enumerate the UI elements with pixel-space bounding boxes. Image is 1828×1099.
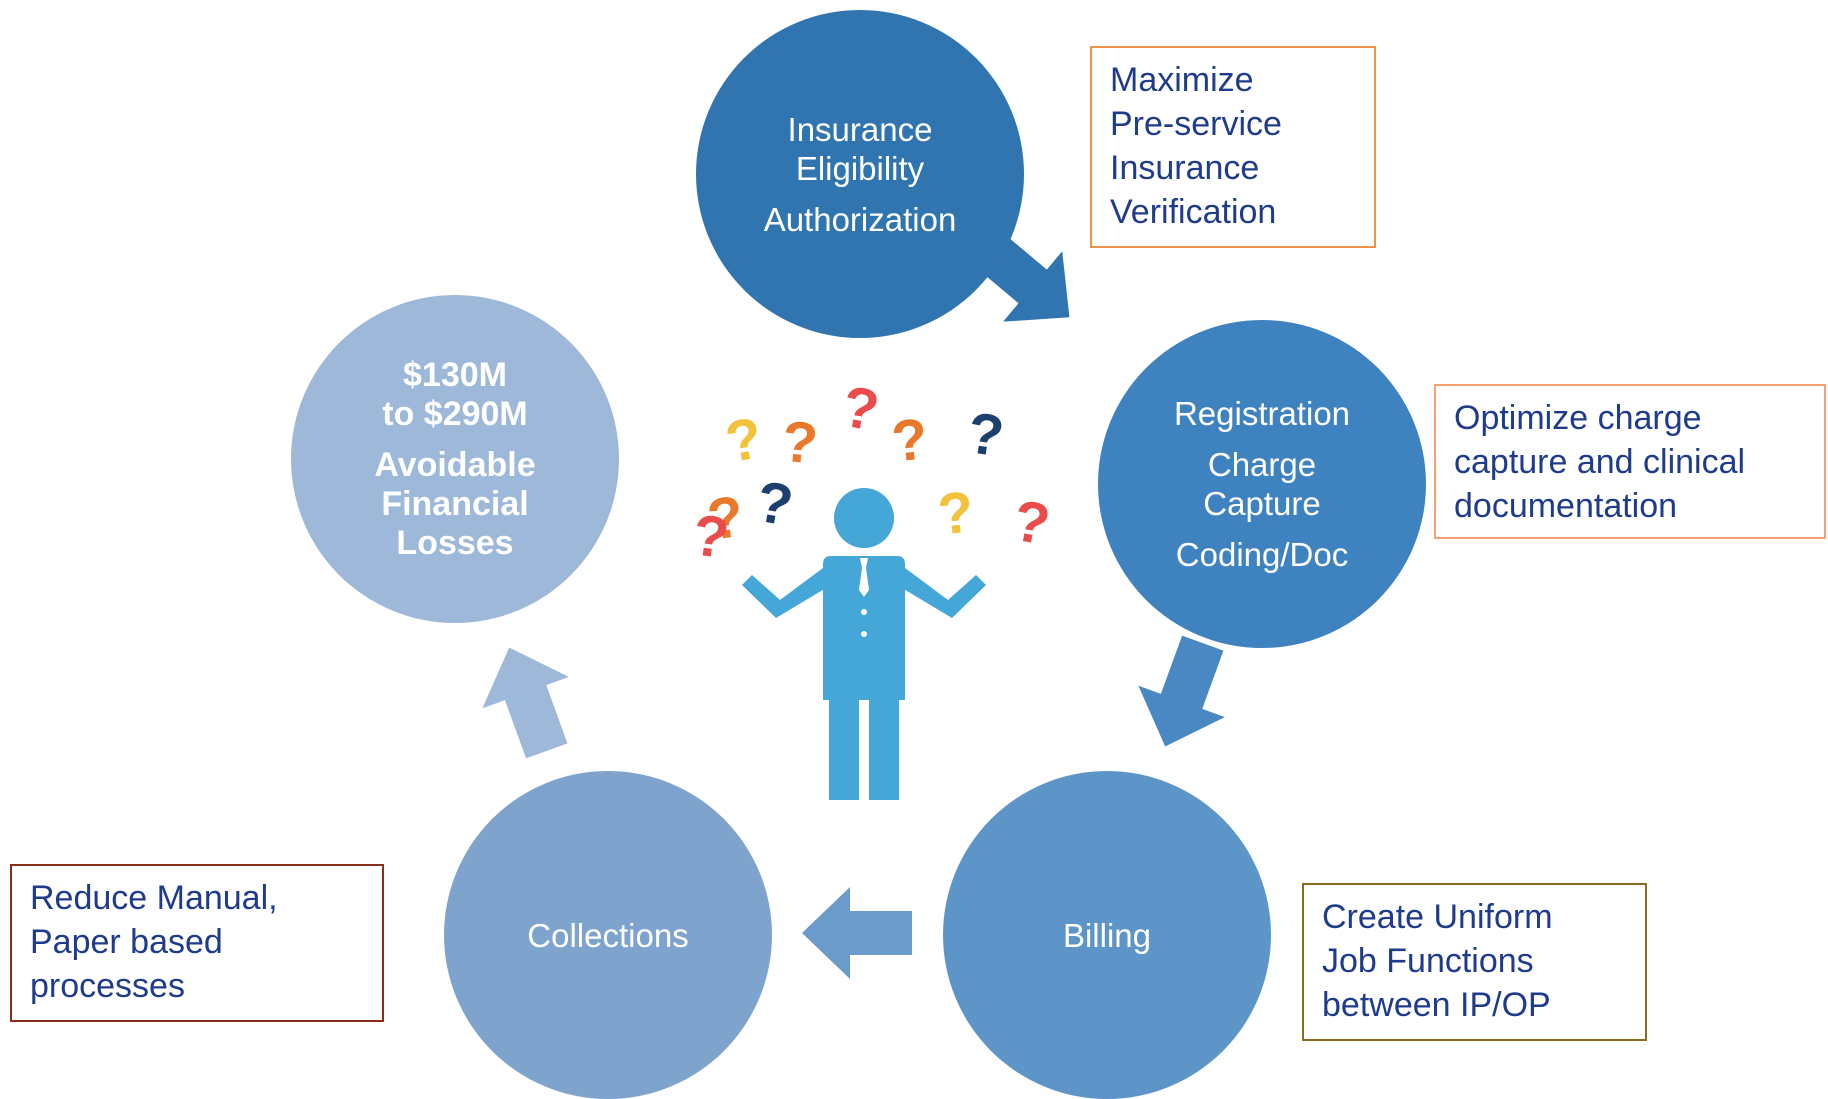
question-mark-icon: ? xyxy=(889,406,931,474)
financial-losses-circle: $130M to $290M Avoidable Financial Losse… xyxy=(291,295,619,623)
question-mark-icon: ? xyxy=(689,502,733,571)
person-body xyxy=(823,556,905,800)
arrow-billing-to-collections xyxy=(802,887,912,979)
question-mark-icon: ? xyxy=(964,400,1008,469)
person-left-arm xyxy=(742,562,831,618)
person-button xyxy=(861,609,867,615)
avoidable-label: Avoidable xyxy=(374,445,536,484)
person-right-arm xyxy=(897,562,986,618)
collections-label: Collections xyxy=(527,916,689,954)
charge-label: Charge xyxy=(1207,446,1317,483)
uniform-job-functions-note: Create Uniform Job Functions between IP/… xyxy=(1302,883,1647,1041)
question-mark-icon: ? xyxy=(721,405,767,475)
collections-circle: Collections xyxy=(444,771,772,1099)
insurance-label: Insurance xyxy=(787,110,933,148)
arrow-registration-to-billing xyxy=(1138,635,1225,747)
confused-person-icon xyxy=(742,488,986,800)
person-head xyxy=(834,488,894,548)
question-mark-icon: ? xyxy=(779,409,821,477)
financial-label: Financial xyxy=(381,484,529,523)
reduce-manual-processes-note: Reduce Manual, Paper based processes xyxy=(10,864,384,1022)
registration-circle: Registration Charge Capture Coding/Doc xyxy=(1098,320,1426,648)
billing-label: Billing xyxy=(1062,916,1152,954)
optimize-charge-capture-note: Optimize charge capture and clinical doc… xyxy=(1434,384,1826,539)
question-mark-icon: ? xyxy=(935,479,977,547)
maximize-verification-note: Maximize Pre-service Insurance Verificat… xyxy=(1090,46,1376,248)
question-mark-icon: ? xyxy=(752,469,798,539)
losses-label: Losses xyxy=(396,523,514,562)
loss-range-low: $130M xyxy=(403,355,507,394)
capture-label: Capture xyxy=(1203,485,1321,522)
question-mark-icon: ? xyxy=(1009,488,1055,558)
loss-range-high: to $290M xyxy=(382,394,528,433)
question-mark-icon: ? xyxy=(838,374,884,444)
registration-label: Registration xyxy=(1173,395,1351,432)
arrow-collections-to-losses xyxy=(482,647,569,759)
person-button xyxy=(861,631,867,637)
coding-doc-label: Coding/Doc xyxy=(1175,536,1349,573)
authorization-label: Authorization xyxy=(763,200,957,238)
insurance-eligibility-circle: Insurance Eligibility Authorization xyxy=(696,10,1024,338)
person-tie xyxy=(859,558,869,597)
question-marks: ? ? ? ? ? ? ? ? ? ? xyxy=(689,374,1055,572)
billing-circle: Billing xyxy=(943,771,1271,1099)
eligibility-label: Eligibility xyxy=(795,149,925,187)
